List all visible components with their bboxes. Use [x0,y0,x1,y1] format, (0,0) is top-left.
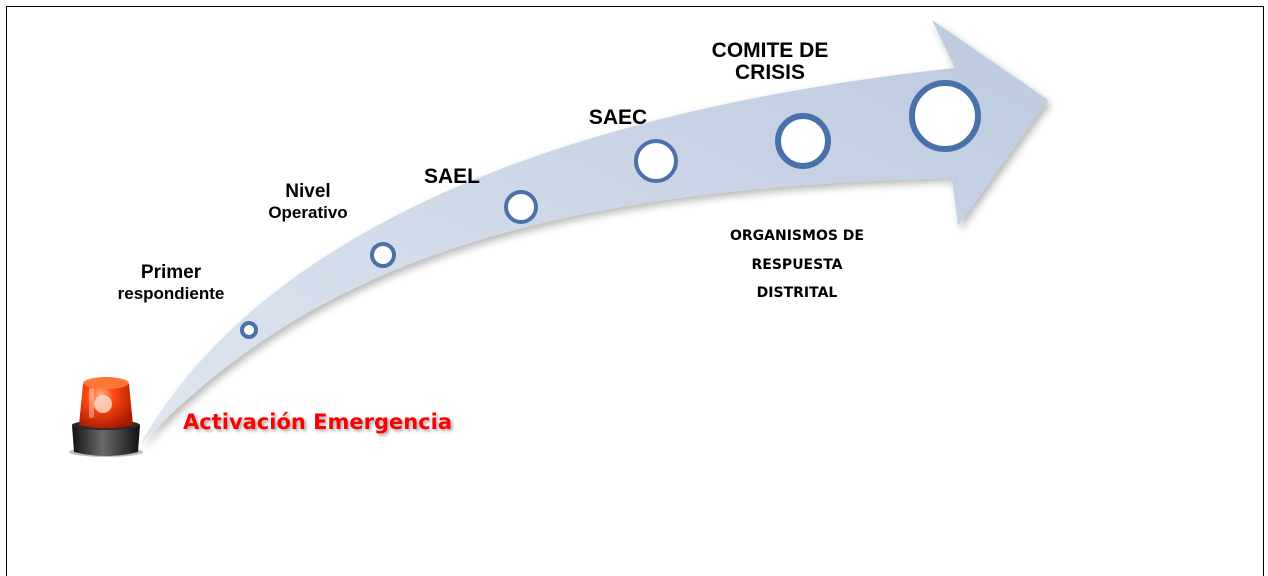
label-nivel-line1: Nivel [285,181,331,202]
siren-icon [69,377,143,457]
label-primer-line1: Primer [140,262,202,283]
label-nivel-line2: Operativo [268,202,348,222]
stage-circle-comite [775,113,831,169]
label-comite-de-crisis: COMITE DE CRISIS [690,39,850,85]
label-activacion-emergencia: Activación Emergencia [183,410,453,434]
stage-circle-final [909,80,981,152]
label-comite-line1: COMITE DE [711,39,829,62]
label-organismos-line1: ORGANISMOS DE [730,228,864,244]
label-organismos: ORGANISMOS DE RESPUESTA DISTRITAL [702,222,892,308]
stage-circle-saec [634,139,678,183]
label-organismos-line3: DISTRITAL [756,285,838,302]
stage-circle-sael [504,190,538,224]
progress-arrow [140,20,1048,445]
label-saec-line1: SAEC [588,106,648,129]
diagram-frame [6,6,1264,576]
label-organismos-line2: RESPUESTA [751,256,843,273]
label-primer-respondiente: Primer respondiente [88,262,254,303]
stage-circle-nivel [370,242,396,268]
label-saec: SAEC [578,106,658,130]
label-comite-line2: CRISIS [734,61,805,85]
label-nivel-operativo: Nivel Operativo [248,181,368,222]
label-primer-line2: respondiente [117,283,225,303]
diagram-canvas [69,20,1048,457]
label-sael-line1: SAEL [423,165,480,188]
label-sael: SAEL [412,165,492,189]
stage-circle-primer [240,321,258,339]
